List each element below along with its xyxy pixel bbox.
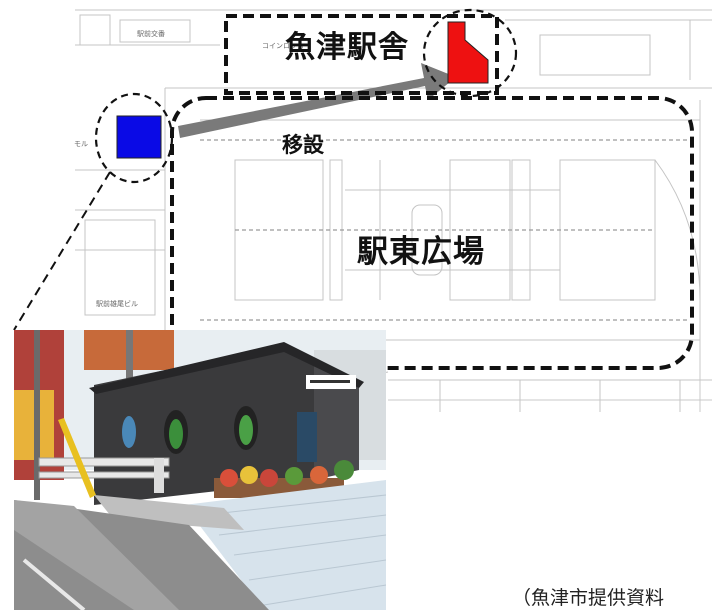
original-location-marker [116,115,162,159]
original-location-circle [94,92,174,184]
coin-locker-text: コインロッカー [262,42,311,50]
east-plaza-outline [170,96,694,370]
source-credit: （魚津市提供資料 [512,587,665,609]
new-location-circle [422,8,518,98]
east-plaza-label: 駅東広場 [357,234,485,270]
plan-linework-right [388,100,712,412]
station-building-outline [224,14,499,95]
building-bottom-text: 駅前雄尾ビル [96,300,138,308]
photo-leader-line [13,171,111,331]
station-building-label: 魚津駅舎 [285,30,409,65]
building-left-text: モル [74,140,88,148]
relocation-label: 移設 [282,133,324,157]
new-location-marker [447,21,489,84]
relocated-building-photo [14,330,386,610]
plan-dashes [200,139,690,321]
koban-text: 駅前交番 [137,30,165,38]
relocation-arrow [178,63,456,138]
